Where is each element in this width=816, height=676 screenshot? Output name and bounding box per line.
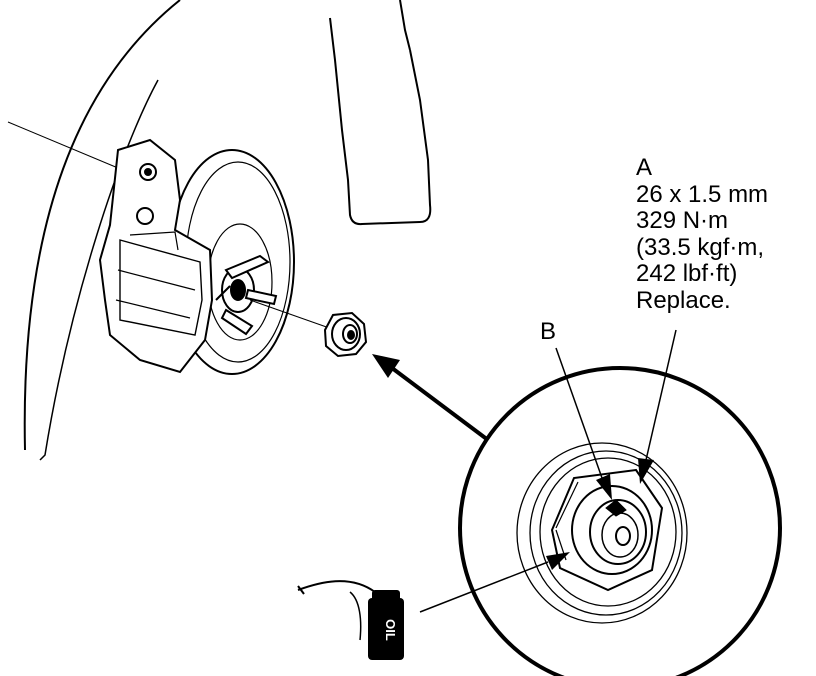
callout-leader-a (638, 329, 677, 484)
detail-arrow (372, 354, 490, 442)
axle-center-line (249, 299, 336, 331)
brake-caliper (98, 138, 214, 374)
detail-magnified-view (458, 366, 782, 676)
oil-can-icon: OIL (297, 580, 404, 660)
wheel-hub (215, 254, 278, 336)
callout-a-letter: A (636, 154, 653, 181)
callout-a-torque-kgf: (33.5 kgf·m, (636, 233, 765, 261)
callout-a-torque-lbf: 242 lbf·ft) (636, 260, 738, 287)
oil-leader-arrow (419, 552, 570, 613)
fender-outline (23, 0, 432, 461)
oil-can-label: OIL (383, 619, 398, 641)
strut-leader-line (7, 121, 119, 169)
callout-a-note: Replace. (636, 286, 731, 314)
callout-a-torque-nm: 329 N·m (636, 207, 729, 234)
callout-leader-b (555, 347, 612, 500)
callout-a-spec: A 26 x 1.5 mm 329 N·m (33.5 kgf·m, 242 l… (636, 154, 769, 314)
callout-b-label: B (540, 318, 557, 345)
callout-a-size: 26 x 1.5 mm (636, 180, 769, 208)
spindle-nut-small (323, 311, 368, 358)
